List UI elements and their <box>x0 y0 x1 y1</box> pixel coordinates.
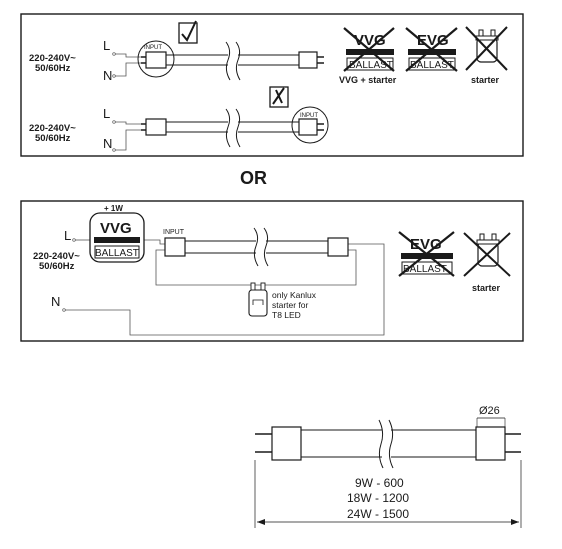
voltage-a1-line1: 220-240V~ <box>29 53 76 64</box>
wire-N-a1 <box>114 62 141 77</box>
wire-N-a2 <box>114 129 141 151</box>
length-24w: 24W - 1500 <box>347 507 409 521</box>
vvg-starter-caption: VVG + starter <box>339 75 397 85</box>
voltage-a2-line2: 50/60Hz <box>35 133 71 144</box>
label-L-b: L <box>64 228 71 243</box>
length-9w: 9W - 600 <box>355 476 404 490</box>
voltage-a2-line1: 220-240V~ <box>29 123 76 134</box>
starter-crossed-icon-a <box>465 26 508 71</box>
vvg-ballast-a: BALLAST <box>349 60 393 71</box>
starter-crossed-icon-b <box>463 232 511 277</box>
input-label-a1: INPUT <box>144 45 162 51</box>
starter-note-1: only Kanlux <box>272 290 317 300</box>
tube-dimension-drawing <box>254 417 522 528</box>
power-label: + 1W <box>104 204 123 213</box>
panel-b-frame <box>20 200 524 342</box>
panel-a-frame <box>20 13 524 157</box>
vvg-ballast-crossed-icon: VVG BALLAST <box>343 27 395 72</box>
kanlux-starter-icon <box>248 282 268 317</box>
cross-icon <box>269 86 289 108</box>
led-tube-b <box>164 227 349 267</box>
diameter-label: Ø26 <box>479 405 500 417</box>
wire-L-a2 <box>114 121 141 125</box>
evg-ballast-a: BALLAST <box>410 60 454 71</box>
length-18w: 18W - 1200 <box>347 491 409 505</box>
vvg-ballast-b: BALLAST <box>95 248 139 259</box>
wire-L-a1 <box>114 53 141 58</box>
starter-caption-a: starter <box>471 75 500 85</box>
or-label: OR <box>240 168 267 188</box>
led-tube-a2 <box>141 108 324 148</box>
led-tube-a1 <box>141 41 324 81</box>
evg-ballast-b: BALLAST <box>403 264 447 275</box>
input-label-a2: INPUT <box>300 113 318 119</box>
evg-ballast-crossed-icon-a: EVG BALLAST <box>405 27 458 72</box>
starter-caption-b: starter <box>472 283 501 293</box>
vvg-ballast-icon: + 1W VVG BALLAST <box>89 204 145 263</box>
wire-starter-loop <box>155 249 357 286</box>
evg-ballast-crossed-icon-b: EVG BALLAST <box>398 231 455 277</box>
voltage-a1-line2: 50/60Hz <box>35 63 71 74</box>
label-N-a2: N <box>103 136 112 151</box>
starter-note-3: T8 LED <box>272 310 301 320</box>
input-label-b: INPUT <box>163 229 185 236</box>
wire-ballast-to-tube <box>144 239 165 245</box>
label-N-b: N <box>51 294 60 309</box>
voltage-b-line1: 220-240V~ <box>33 251 80 262</box>
wire-N-b <box>64 243 385 336</box>
label-L-a1: L <box>103 38 110 53</box>
label-L-a2: L <box>103 106 110 121</box>
starter-note-2: starter for <box>272 300 309 310</box>
input-highlight-a2 <box>291 106 329 144</box>
check-icon <box>178 20 198 44</box>
label-N-a1: N <box>103 68 112 83</box>
voltage-b-line2: 50/60Hz <box>39 261 75 272</box>
input-highlight-a1 <box>137 40 175 78</box>
vvg-text-b: VVG <box>100 220 132 237</box>
